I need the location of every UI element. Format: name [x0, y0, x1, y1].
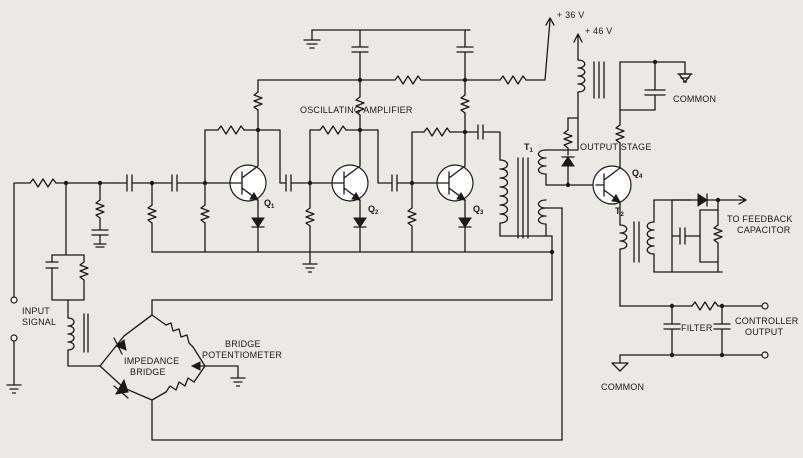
controller-output-label-line1: CONTROLLER: [735, 316, 799, 326]
output-filter: [611, 73, 769, 372]
stage-q2: [305, 79, 393, 253]
transformer-t2: [619, 199, 723, 307]
q1-label: Q1: [264, 198, 275, 210]
feedback-label-line1: TO FEEDBACK: [727, 214, 793, 224]
transistor-q4: [592, 165, 632, 205]
ground-bus: [151, 251, 553, 273]
controller-output-label-line2: OUTPUT: [745, 327, 784, 337]
common-top-label: COMMON: [673, 94, 716, 104]
output-terminal-negative: [761, 351, 769, 359]
supply-rails: [257, 17, 583, 85]
input-terminal: [10, 296, 18, 304]
bridge-potentiometer-label-line2: POTENTIOMETER: [202, 350, 282, 360]
output-stage-label: OUTPUT STAGE: [580, 142, 652, 152]
feedback-rectifier: [671, 193, 747, 273]
q2-label: Q2: [368, 204, 379, 216]
input-signal-label-line2: SIGNAL: [22, 317, 56, 327]
supply-36v-label: + 36 V: [557, 10, 584, 20]
oscillating-amplifier-label: OSCILLATING AMPLIFIER: [300, 105, 413, 115]
t2-label: T2: [615, 206, 625, 218]
output-terminal-positive: [761, 302, 769, 310]
q4-label: Q4: [632, 168, 643, 180]
bridge-return-wire: [151, 207, 563, 441]
transformer-t1: [499, 149, 555, 255]
stage-q1: [200, 79, 287, 253]
supply-46v-label: + 46 V: [585, 26, 612, 36]
impedance-bridge-label-line2: BRIDGE: [130, 367, 166, 377]
common-bottom-label: COMMON: [601, 382, 644, 392]
bridge-potentiometer-label-line1: BRIDGE: [225, 339, 261, 349]
input-section: [6, 174, 231, 394]
input-signal-label-line1: INPUT: [22, 306, 50, 316]
stage-q3: [407, 79, 501, 253]
q3-label: Q3: [473, 204, 484, 216]
impedance-bridge-label-line1: IMPEDANCE: [124, 356, 179, 366]
input-terminal-return: [10, 334, 18, 342]
t1-label: T1: [524, 142, 534, 154]
feedback-label-line2: CAPACITOR: [737, 225, 791, 235]
output-stage: [545, 59, 693, 211]
filter-label: FILTER: [681, 323, 713, 333]
transistor-q2: [331, 164, 369, 202]
impedance-bridge: [99, 314, 246, 401]
coupling-cap-q2-q3: [391, 174, 438, 192]
